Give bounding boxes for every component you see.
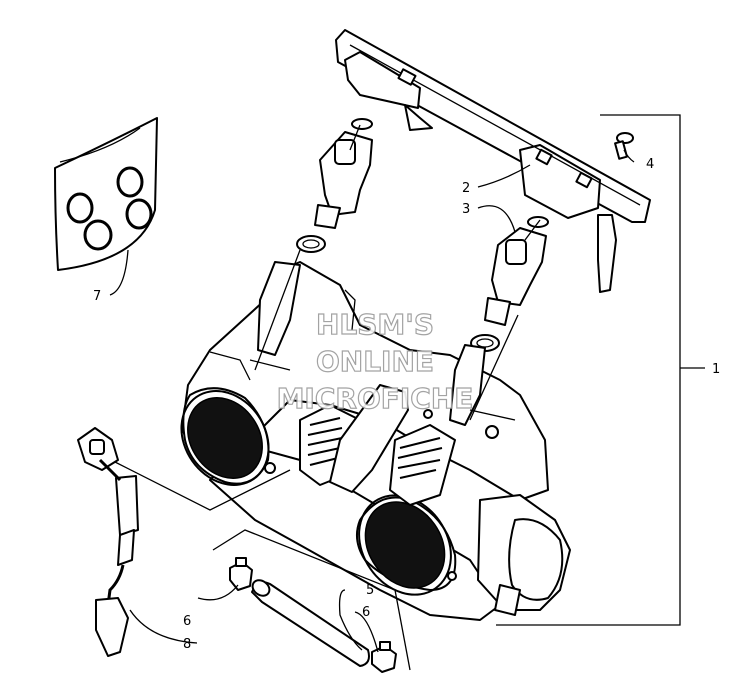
fuel-rail <box>335 29 651 293</box>
hose <box>251 579 370 667</box>
leader-lines <box>109 114 705 671</box>
injector-left <box>314 118 373 229</box>
callout-5: 5 <box>366 583 374 598</box>
callout-7: 7 <box>93 289 101 304</box>
screw <box>614 132 634 160</box>
watermark-line2: ONLINE <box>316 345 434 378</box>
watermark-line1: HLSM'S <box>316 308 434 341</box>
oring-kit-card <box>54 117 158 271</box>
sensor-harness <box>77 427 139 657</box>
callout-6-left: 6 <box>183 614 191 629</box>
watermark: HLSM'S ONLINE MICROFICHE <box>276 307 474 415</box>
callout-1: 1 <box>712 362 720 377</box>
hose-clamp-lower <box>371 641 397 673</box>
hose-clamp-upper <box>229 557 253 591</box>
callout-labels: 1 2 3 4 5 6 6 7 8 <box>93 157 720 652</box>
callout-8: 8 <box>183 637 191 652</box>
callout-3: 3 <box>462 202 470 217</box>
callout-4: 4 <box>646 157 654 172</box>
callout-6-right: 6 <box>362 605 370 620</box>
callout-2: 2 <box>462 181 470 196</box>
watermark-line3: MICROFICHE <box>277 382 474 415</box>
injector-right <box>484 216 549 326</box>
